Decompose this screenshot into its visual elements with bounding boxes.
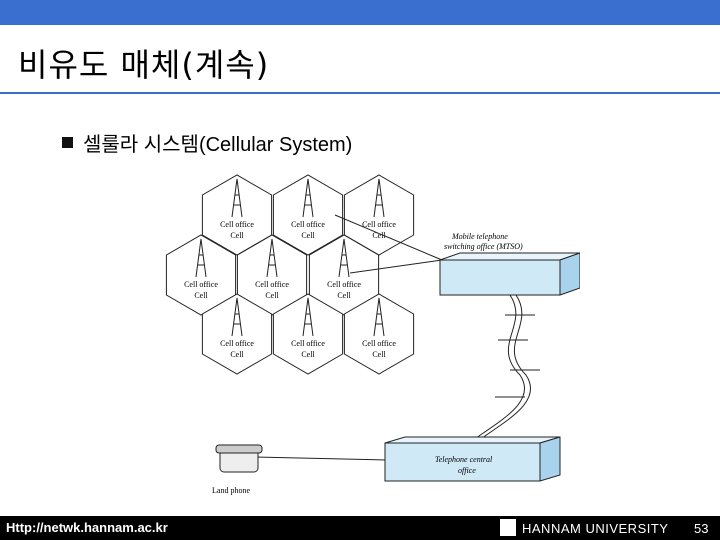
page-number: 53 — [694, 521, 709, 536]
cell-label: Cell — [194, 291, 208, 300]
cell-label: Cell — [301, 350, 315, 359]
cell-hexagon — [272, 174, 344, 256]
cell-office-label: Cell office — [291, 220, 325, 229]
central-label-2: office — [458, 466, 476, 475]
bullet-item: 셀룰라 시스템(Cellular System) — [62, 128, 352, 157]
cell-label: Cell — [230, 350, 244, 359]
mtso-box — [439, 252, 580, 296]
cell-tower-icon — [231, 178, 243, 218]
footer-url: Http://netwk.hannam.ac.kr — [6, 520, 168, 535]
mtso-label-1: Mobile telephone — [451, 232, 508, 241]
land-line — [254, 456, 386, 461]
cell-office-label: Cell office — [291, 339, 325, 348]
title-divider — [0, 92, 720, 94]
cell-office-label: Cell office — [327, 280, 361, 289]
cell-tower-icon — [266, 238, 278, 278]
cell-tower-icon — [302, 297, 314, 337]
bullet-text: 셀룰라 시스템(Cellular System) — [83, 134, 353, 156]
university-logo-icon — [500, 519, 516, 536]
wire-line — [459, 294, 526, 451]
link-line — [349, 259, 443, 274]
land-phone-label: Land phone — [212, 486, 250, 495]
cell-label: Cell — [372, 350, 386, 359]
cell-label: Cell — [301, 231, 315, 240]
cell-office-label: Cell office — [220, 339, 254, 348]
cell-hexagon — [165, 234, 237, 316]
cell-office-label: Cell office — [255, 280, 289, 289]
land-phone-icon — [215, 444, 263, 473]
cell-office-label: Cell office — [184, 280, 218, 289]
cell-label: Cell — [230, 231, 244, 240]
link-line — [334, 214, 443, 261]
mtso-label-2: switching office (MTSO) — [444, 242, 523, 251]
central-label-1: Telephone central — [435, 455, 493, 464]
cell-tower-icon — [195, 238, 207, 278]
cell-tower-icon — [302, 178, 314, 218]
cell-tower-icon — [231, 297, 243, 337]
cell-label: Cell — [372, 231, 386, 240]
footer-bar: Http://netwk.hannam.ac.kr HANNAM UNIVERS… — [0, 516, 720, 540]
footer-university: HANNAM UNIVERSITY — [522, 521, 669, 536]
cell-office-label: Cell office — [362, 339, 396, 348]
cell-hexagon — [201, 293, 273, 375]
cell-label: Cell — [337, 291, 351, 300]
wire-line — [465, 294, 532, 451]
cell-label: Cell — [265, 291, 279, 300]
cell-office-label: Cell office — [362, 220, 396, 229]
cell-tower-icon — [338, 238, 350, 278]
cell-hexagon — [272, 293, 344, 375]
cell-office-label: Cell office — [220, 220, 254, 229]
cell-tower-icon — [373, 297, 385, 337]
top-accent-bar — [0, 0, 720, 25]
cell-hexagon — [343, 293, 415, 375]
cell-tower-icon — [373, 178, 385, 218]
central-office-box — [384, 436, 561, 482]
slide-title: 비유도 매체(계속) — [18, 46, 270, 84]
square-bullet-icon — [62, 137, 73, 148]
